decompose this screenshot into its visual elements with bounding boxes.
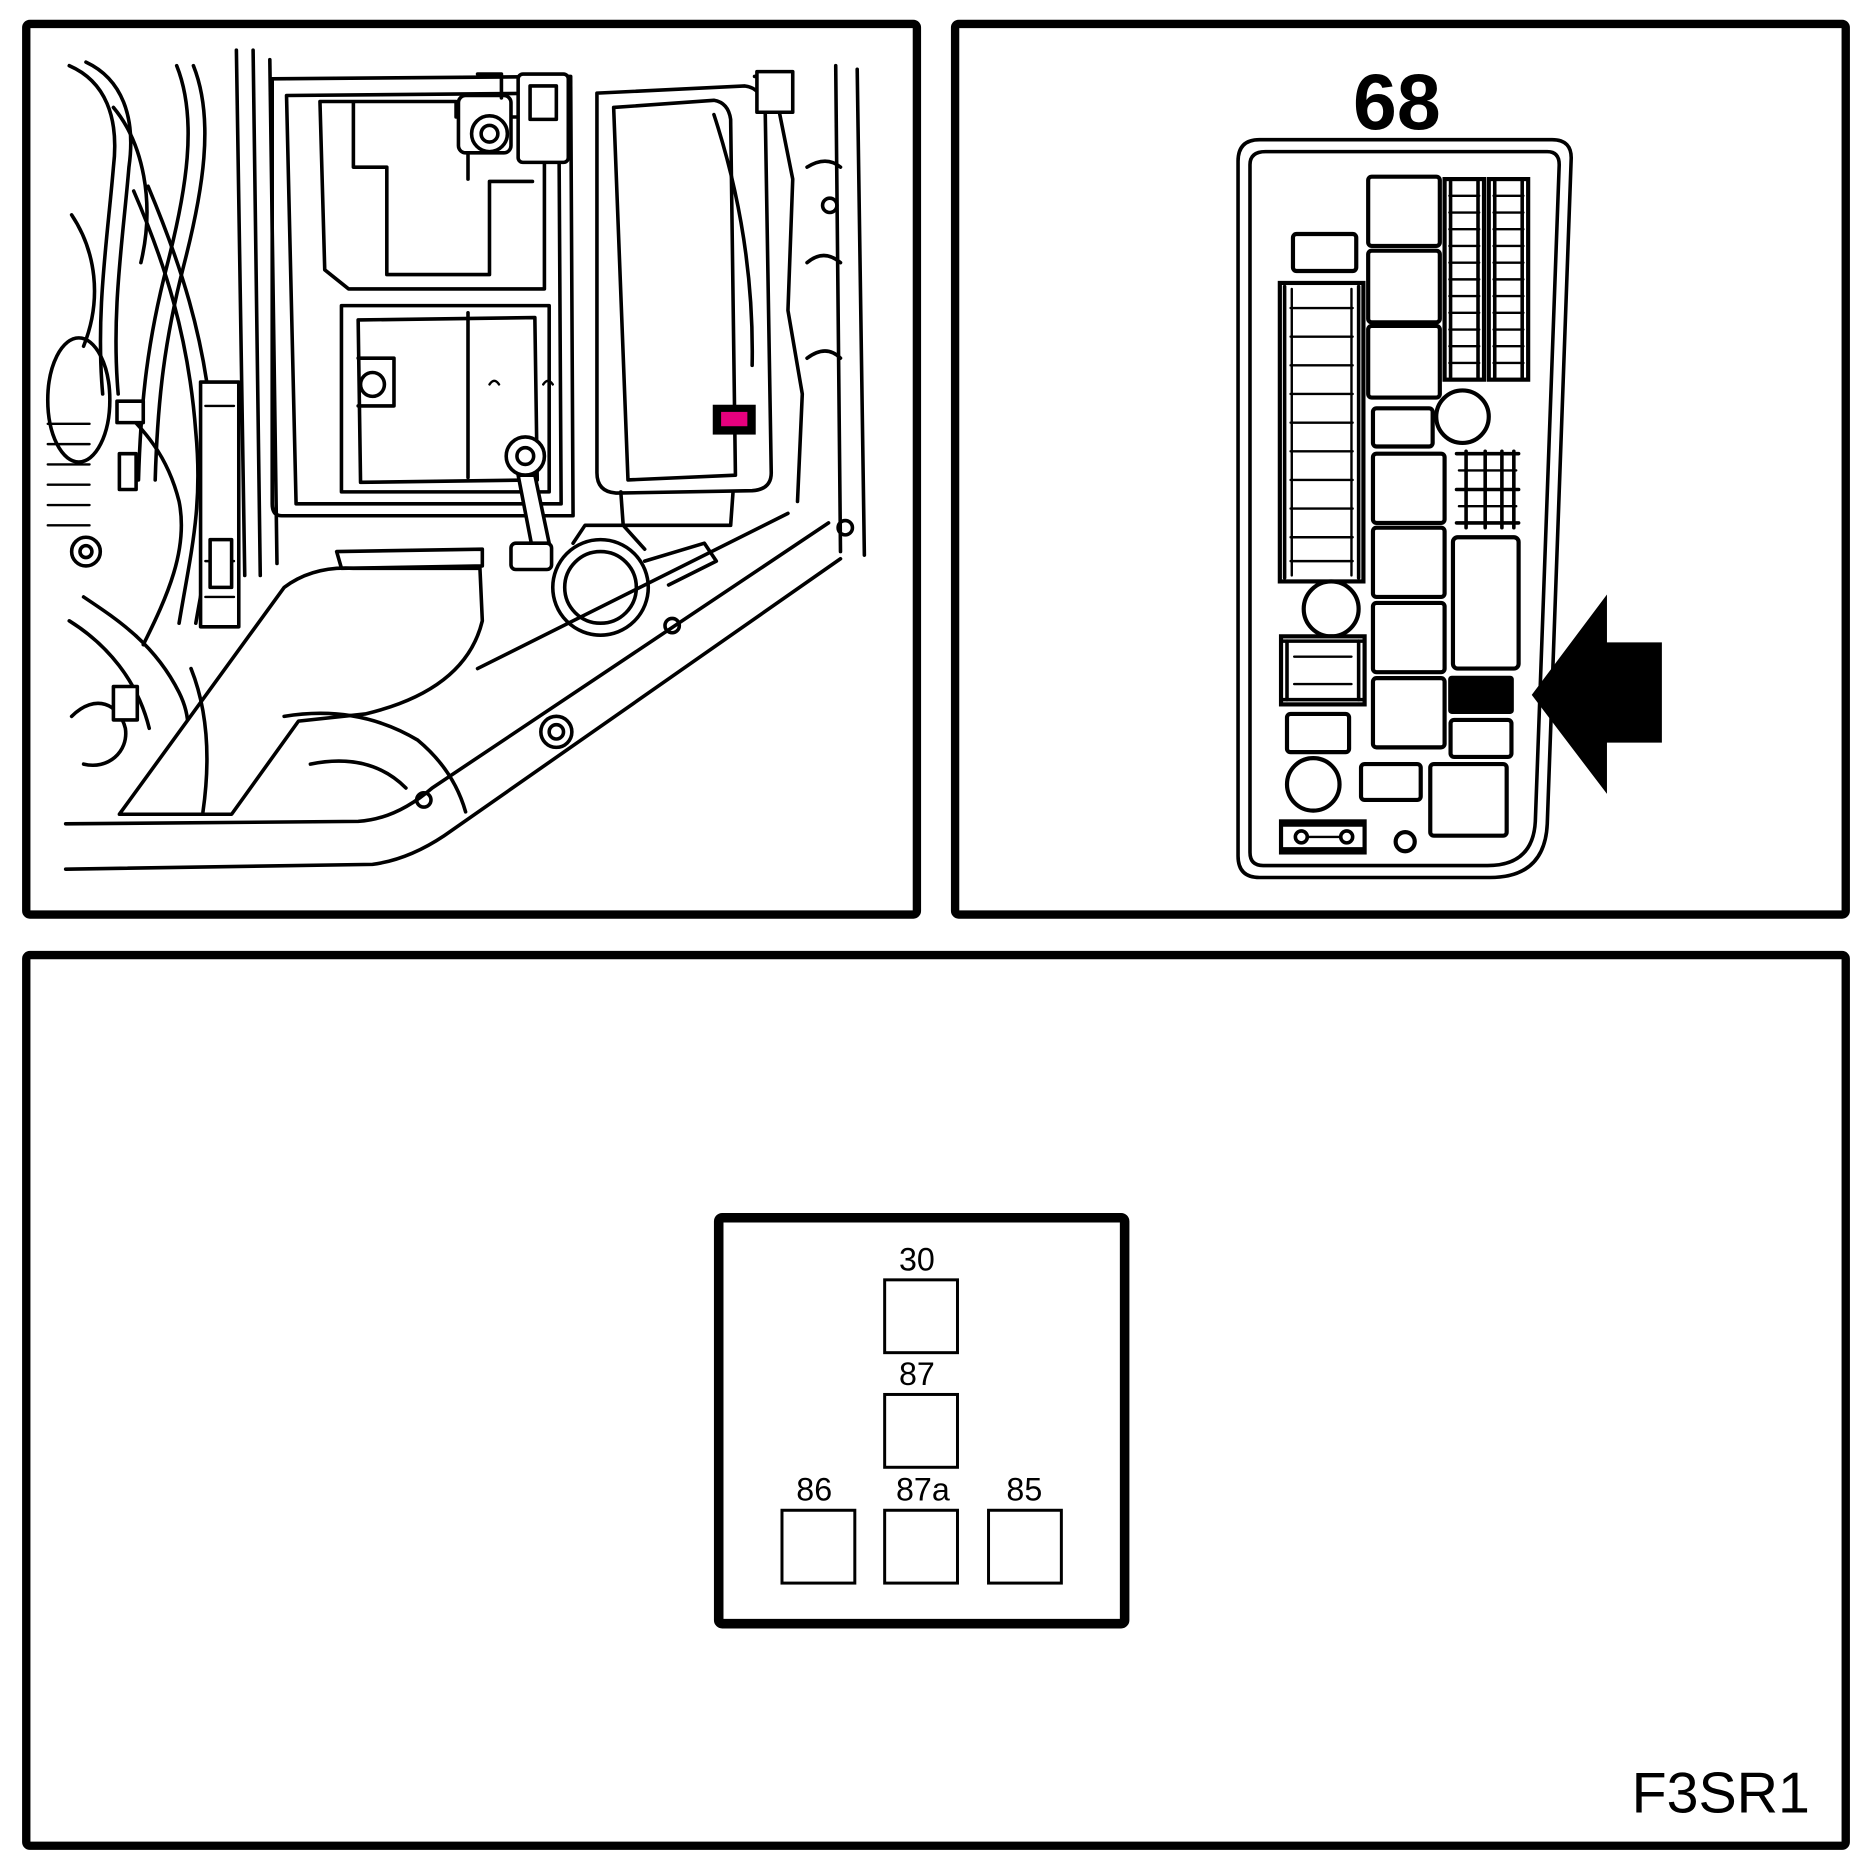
figure-code: F3SR1 <box>1632 1761 1810 1825</box>
fuse-box-panel: 68 <box>950 19 1850 919</box>
mini-fuse-strip <box>1442 177 1487 382</box>
arrow-left-icon <box>1531 594 1662 794</box>
fuse-box-number: 68 <box>1353 58 1441 146</box>
fuse-box-lid <box>595 74 778 528</box>
pin-label: 87 <box>899 1356 935 1392</box>
fuse-box-68 <box>1236 137 1573 880</box>
hose-clamp <box>69 535 103 568</box>
target-relay <box>1448 675 1514 714</box>
pin-terminal <box>883 1278 959 1355</box>
relay <box>1370 600 1447 675</box>
relay <box>1428 762 1509 838</box>
fuse-bank-left <box>1277 280 1366 584</box>
relay-pin-85: 85 <box>987 1472 1063 1585</box>
mini-relay <box>1284 711 1352 755</box>
fuse-box-inner-outline <box>1248 149 1561 868</box>
mini-relay <box>1370 406 1435 449</box>
pin-label: 30 <box>899 1241 935 1277</box>
frame-hole-large <box>539 714 574 750</box>
pin-terminal <box>780 1508 857 1585</box>
fuse-block-small <box>1454 449 1521 530</box>
pin-label: 85 <box>1006 1472 1042 1508</box>
pin-terminal <box>883 1508 959 1585</box>
relay-pin-87a: 87a <box>883 1472 959 1585</box>
engine-left-components <box>45 336 146 768</box>
mounting-hole <box>1284 756 1342 813</box>
pin-terminal <box>883 1392 959 1469</box>
relay <box>1366 248 1442 325</box>
relay-pinout-panel: 30 87 86 87a 85 F3SR1 <box>22 950 1850 1850</box>
relay-pin-87: 87 <box>883 1356 959 1469</box>
relay <box>1370 451 1447 526</box>
frame-rail <box>63 511 843 871</box>
mounting-hole <box>1301 579 1361 639</box>
mini-relay <box>1290 231 1359 274</box>
harness-connector <box>115 399 146 425</box>
frame-hole <box>414 790 433 809</box>
pin-label: 86 <box>796 1472 832 1508</box>
mounting-hole <box>1434 388 1491 446</box>
engine-bay-drawing <box>45 48 867 871</box>
relay-pin-86: 86 <box>780 1472 857 1585</box>
relay <box>1366 323 1442 400</box>
right-bracket <box>755 63 867 557</box>
location-highlight <box>721 411 748 427</box>
pin-terminal <box>987 1508 1063 1585</box>
air-duct <box>117 547 485 817</box>
frame-hole <box>663 616 682 635</box>
maxi-fuse <box>1450 535 1521 671</box>
fuse-block-lower <box>1278 634 1367 707</box>
relay <box>1366 174 1442 249</box>
mini-fuse-strip <box>1486 177 1531 382</box>
ground-connector <box>1278 819 1367 855</box>
battery-terminals <box>456 72 571 572</box>
screw <box>1393 830 1417 854</box>
strut-bracket <box>198 380 241 629</box>
relay-pin-30: 30 <box>883 1241 959 1355</box>
battery-bottom-cell <box>339 303 551 494</box>
pin-label: 87a <box>896 1472 950 1508</box>
engine-bay-panel <box>22 19 922 919</box>
relay <box>1370 525 1447 600</box>
battery-tray-outline <box>270 74 575 518</box>
relay <box>1370 676 1447 750</box>
mini-relay <box>1358 762 1423 802</box>
cylinder-housing <box>45 336 112 464</box>
mini-relay <box>1448 717 1514 760</box>
